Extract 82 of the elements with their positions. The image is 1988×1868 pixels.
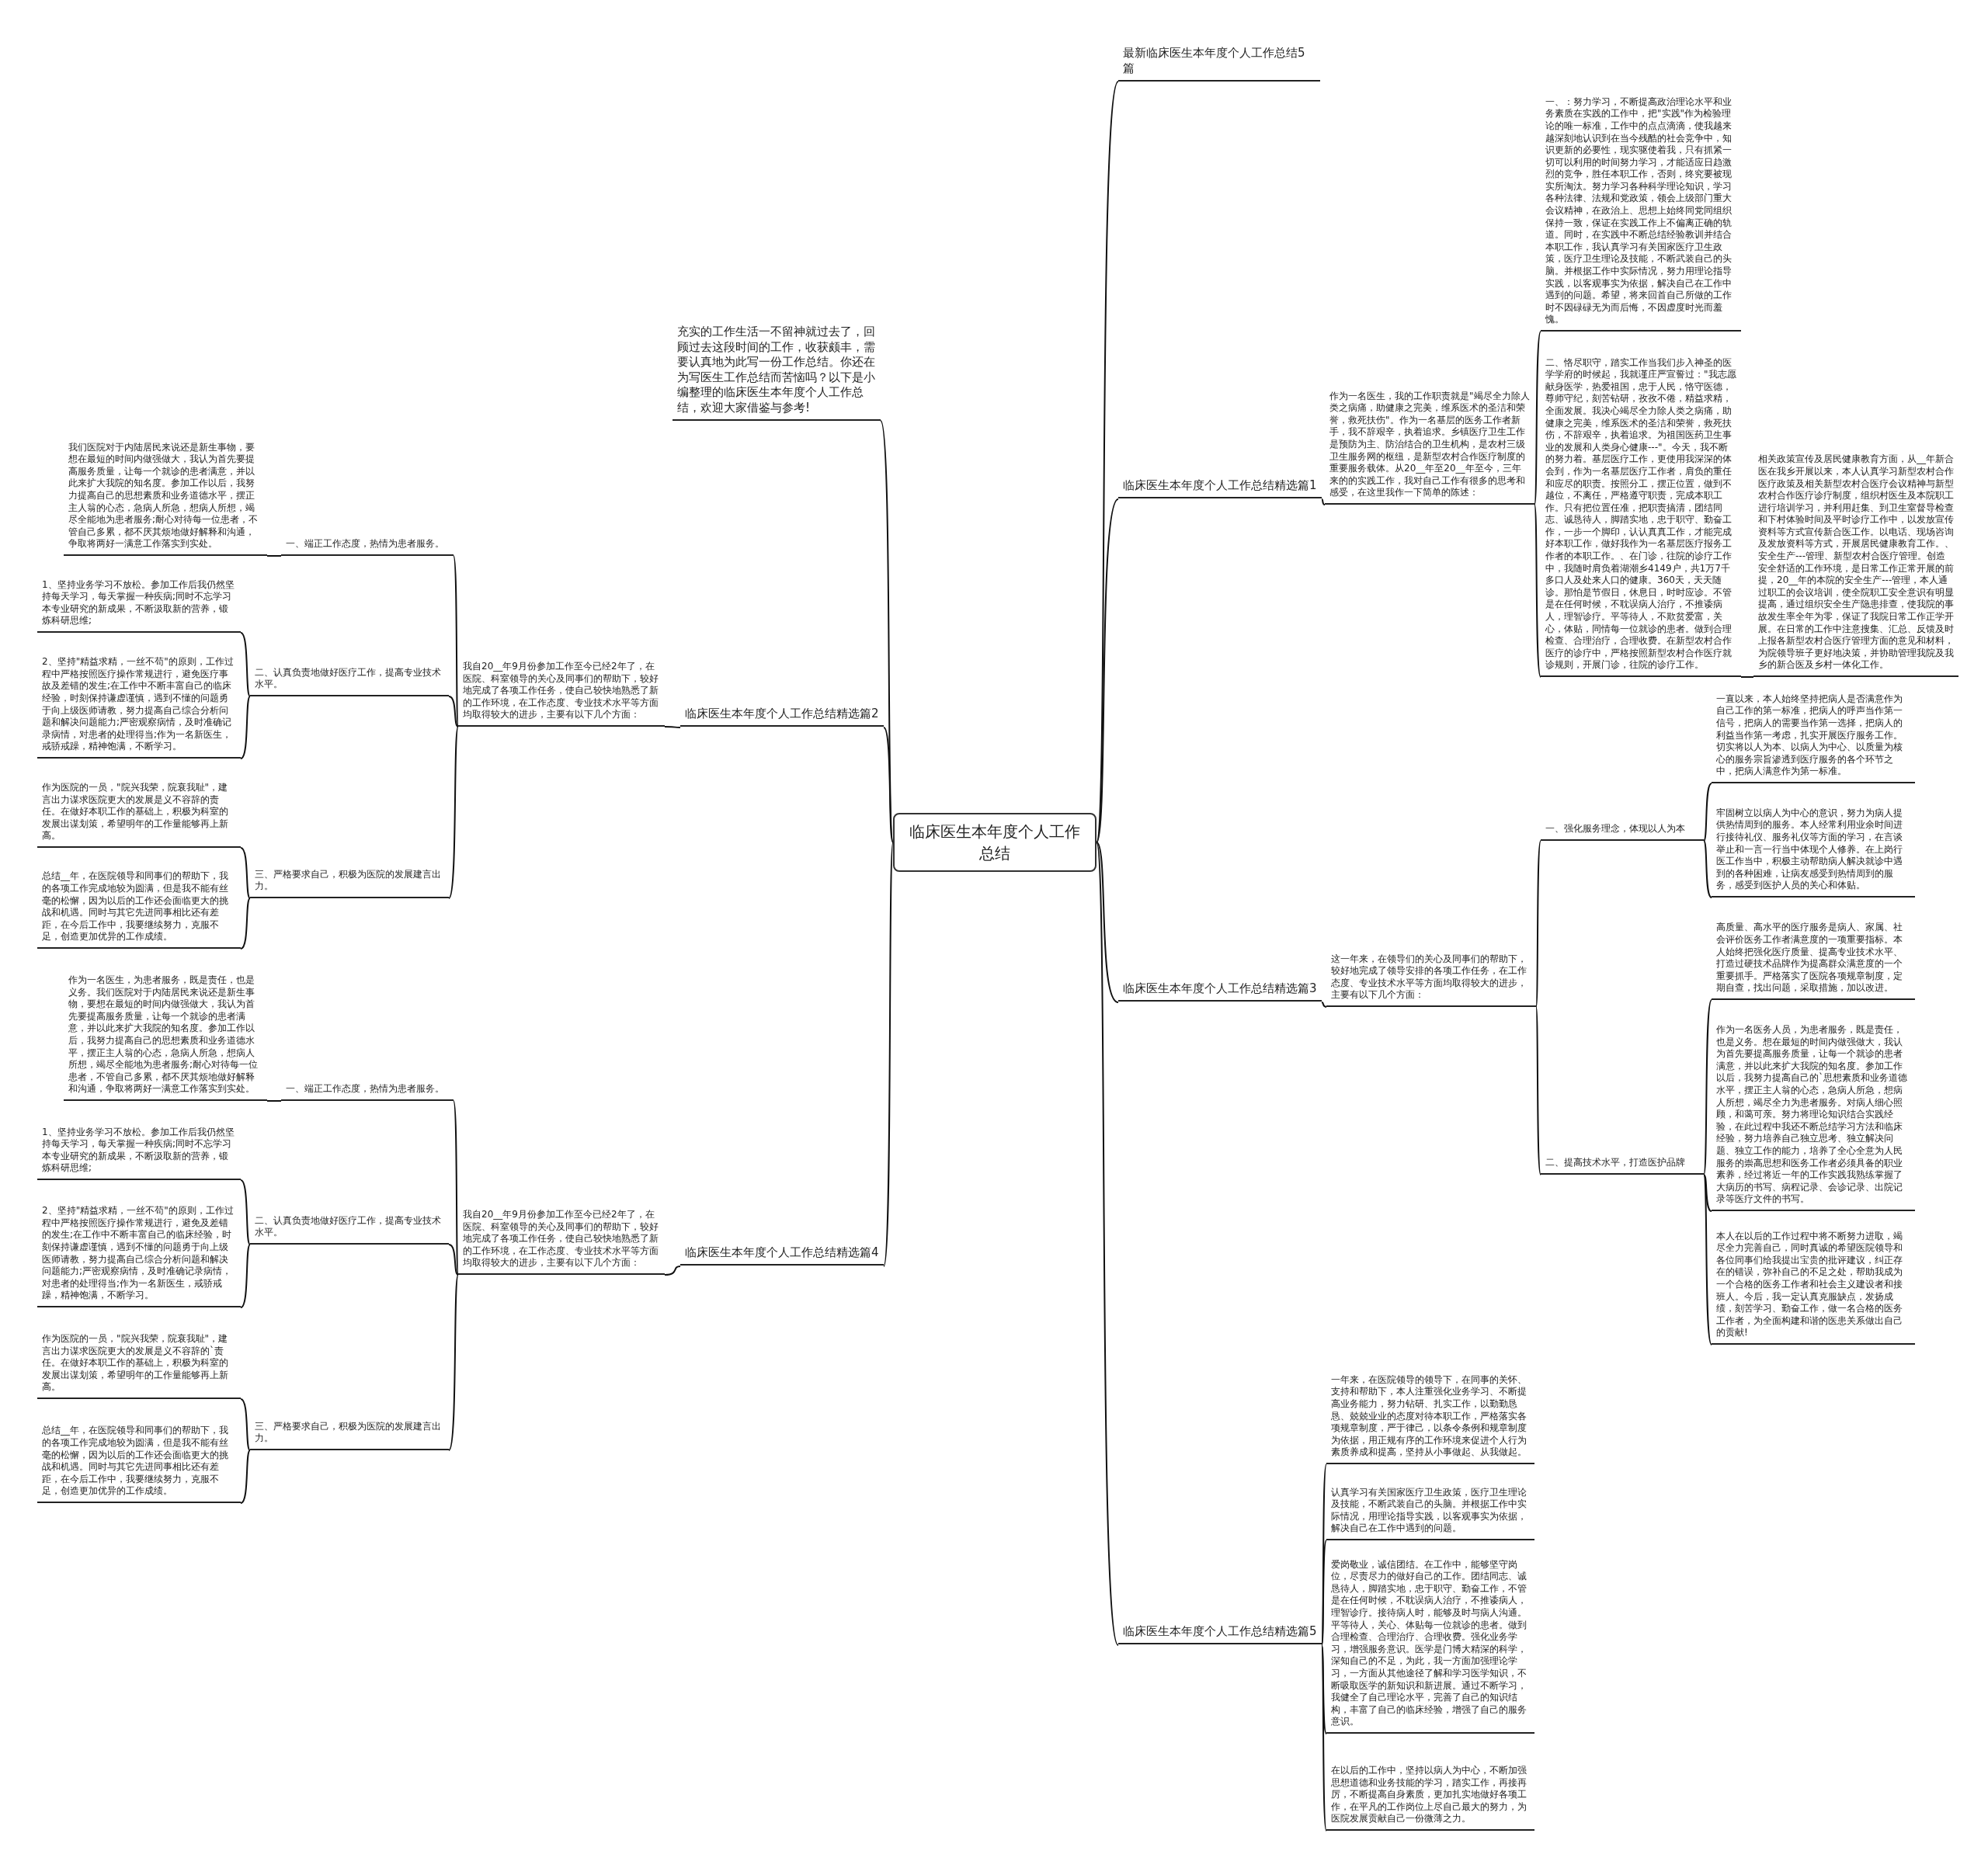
branch-topic: 最新临床医生本年度个人工作总结5篇 — [1118, 46, 1320, 82]
subtopic-text: 作为一名医生，我的工作职责就是"竭尽全力除人类之病痛，助健康之完美，维系医术的圣洁和荣誉，救死扶伤"。作为一名基层的医务工作者新手，我不辞艰辛，执着追求。乡镇医疗卫生工作是预防为主、防治结合的卫生机构，是农村三级卫生服务网的枢纽，是新型农村合作医疗制度的重要服务载体。从20__年至20__年至今，三年来的的实践工作，我对自己工作有很多的思考和感受，在这里我作一下简单的陈述： — [1325, 390, 1534, 505]
subtopic-text: 一、强化服务理念，体现以人为本 — [1541, 823, 1704, 841]
branch-topic: 临床医生本年度个人工作总结精选篇4 — [680, 1245, 884, 1266]
subtopic-text: 总结__年，在医院领导和同事们的帮助下，我的各项工作完成地较为圆满，但是我不能有丝毫的松懈，因为以后的工作还会面临更大的挑战和机遇。同时与其它先进同事相比还有差距，在今后工作中，我要继续努力，克服不足，创造更加优异的工作成绩。 — [37, 1425, 241, 1503]
subtopic-text: 作为一名医务人员，为患者服务，既是责任，也是义务。想在最短的时间内做强做大，我认为首先要提高服务质量，让每一个就诊的患者满意，并以此来扩大我院的知名度。参加工作以后，我努力提高自己的`思想素质和业务道德水平，摆正主人翁的心态，急病人所急，想病人所想，竭尽全力为患者服务。对病人细心照顾，和蔼可亲。努力将理论知识结合实践经验，在此过程中我还不断总结学习方法和临床经验，努力培养自己独立思考、独立解决问题、独立工作的能力，培养了全心全意为人民服务的崇高思想和医务工作者必须具备的职业素养，经过将近一年的工作实践我熟练掌握了大病历的书写、病程记录、会诊记录、出院记录等医疗文件的书写。 — [1712, 1024, 1915, 1211]
connector-line — [1321, 498, 1326, 505]
subtopic-text: 2、坚持"精益求精，一丝不苟"的原则，工作过程中严格按照医疗操作常规进行，避免医疗事故及差错的发生;在工作中不断丰富自己的临床经验，时刻保持谦虚谨慎，遇到不懂的问题勇于向上级医师请教，努力提高自己综合分析问题和解决问题能力;严密观察病情，及时准确记录病情，对患者的处理得当;作为一名新医生，戒骄戒躁，精神饱满，不断学习。 — [37, 656, 241, 759]
connector-line — [1096, 842, 1119, 1646]
subtopic-text: 2、坚持"精益求精，一丝不苟"的原则，工作过程中严格按照医疗操作常规进行，避免及差错的发生;在工作中不断丰富自己的临床经验，时刻保持谦虚谨慎，遇到不懂的问题勇于向上级医师请教，努力提高自己综合分析问题和解决问题能力;严密观察病情，及时准确记录病情，对患者的处理得当;作为一名新医生，戒骄戒躁，精神饱满，不断学习。 — [37, 1205, 241, 1307]
subtopic-text: 牢固树立以病人为中心的意识，努力为病人提供热情周到的服务。本人经常利用业余时间进行接待礼仪、服务礼仪等方面的学习，在言谈举止和一言一行当中体现个人修养。在上岗行医工作当中，积极主动帮助病人解决就诊中遇到的各种困难，让病友感受到热情周到的服务，感受到医护人员的关心和体贴。 — [1712, 807, 1915, 898]
connector-line — [1703, 783, 1712, 842]
subtopic-text: 一年来，在医院领导的领导下，在同事的关怀、支持和帮助下，本人注重强化业务学习、不断提高业务能力，努力钻研、扎实工作，以勤勤恳恳、兢兢业业的态度对待本职工作，严格落实各项规章制度，严于律己，以条令条例和规章制度为依据，用正规有序的工作环境来促进个人行为素质养成和提高，坚持从小事做起、从我做起。 — [1326, 1373, 1534, 1464]
connector-line — [883, 842, 894, 1267]
connector-line — [266, 1100, 282, 1102]
connector-line — [240, 847, 251, 899]
subtopic-text: 1、坚持业务学习不放松。参加工作后我仍然坚持每天学习，每天掌握一种疾病;同时不忘学习本专业研究的新成果，不断汲取新的营养，锻炼科研思维; — [37, 578, 241, 633]
central-topic-box: 临床医生本年度个人工作总结 — [893, 813, 1097, 872]
connector-line — [448, 696, 459, 727]
connector-line — [240, 1398, 251, 1451]
subtopic-text: 我们医院对于内陆居民来说还是新生事物，要想在最短的时间内做强做大，我认为首先要提高服务质量，让每一个就诊的患者满意，并以此来扩大我院的知名度。参加工作以后，我努力提高自己的思想素质和业务道德水平，摆正主人翁的心态，急病人所急，想病人所想，竭尽全能地为患者服务;耐心对待每一位患者，不管自己多累，都不厌其烦地做好解释和沟通，争取将两好一满意工作落实到实处。 — [64, 441, 267, 556]
subtopic-text: 这一年来，在领导们的关心及同事们的帮助下，较好地完成了领导安排的各项工作任务，在工作态度、专业技术水平等方面均取得较大的进步，主要有以下几个方面： — [1326, 953, 1536, 1007]
subtopic-text: 二、认真负责地做好医疗工作，提高专业技术水平。 — [250, 666, 449, 696]
branch-topic: 临床医生本年度个人工作总结精选篇3 — [1118, 981, 1322, 1002]
connector-line — [664, 726, 681, 728]
subtopic-text: 三、严格要求自己，积极为医院的发展建言出力。 — [250, 868, 449, 898]
subtopic-text: 一、端正工作态度，热情为患者服务。 — [281, 1083, 454, 1101]
connector-line — [1534, 331, 1541, 505]
connector-line — [240, 696, 251, 759]
subtopic-text: 本人在以后的工作过程中将不断努力进取，竭尽全力完善自己，同时真诚的希望医院领导和各位同事们给我提出宝贵的批评建议，纠正存在的错误，弥补自己的不足之处，帮助我成为一个合格的医务工作者和社会主义建设者和接班人。今后，我一定认真克服缺点，发扬成绩，刻苦学习、勤奋工作，做一名合格的医务工作者，为全面构建和谐的医患关系做出自己的贡献! — [1712, 1230, 1915, 1345]
connector-line — [240, 1450, 251, 1504]
connector-line — [1321, 1644, 1327, 1734]
subtopic-text: 相关政策宣传及居民健康教育方面，从__年新合医在我乡开展以来，本人认真学习新型农村合作医疗政策及相关新型农村合医疗会议精神与新型农村合作医疗诊疗制度，组织村医生及本院职工进行培训学习，并利用赶集、到卫生室督导检查和下村体验时间及平时诊疗工作中，以发放宣传资料等方式宣传新合医工作。以电话、现场咨询及发放资料等方式，开展居民健康教育工作。、安全生产---管理、新型农村合医疗管理。创造安全舒适的工作环境，是日常工作正常开展的前提，20__年的本院的安全生产---管理，本人通过职工的会议培训，使全院职工安全意识有明显提高，通过组织安全生产隐患排查，使我院的事故发生率全年为零，保证了我院日常工作正学开展。在日常的工作中注意搜集、汇总、反馈及时上报各新型农村合医疗管理方面的意见和材料，为院领导班子更好地决策，并协助管理我院及我乡的新合医及乡村一体化工作。 — [1753, 453, 1958, 677]
subtopic-text: 二、提高技术水平，打造医护品牌 — [1541, 1157, 1704, 1175]
connector-line — [1321, 1002, 1327, 1008]
connector-line — [1740, 676, 1754, 678]
subtopic-text: 高质量、高水平的医疗服务是病人、家属、社会评价医务工作者满意度的一项重要指标。本人始终把强化医疗质量、提高专业技术水平、打造过硬技术品牌作为提高群众满意度的一个重要抓手。严格落实了医院各项规章制度，定期自查，找出问题，采取措施，加以改进。 — [1712, 922, 1915, 1000]
connector-line — [1535, 1006, 1541, 1175]
connector-line — [1703, 999, 1712, 1175]
connector-line — [240, 632, 251, 697]
connector-line — [448, 1244, 459, 1276]
subtopic-text: 三、严格要求自己，积极为医院的发展建言出力。 — [250, 1420, 449, 1450]
connector-line — [266, 555, 282, 557]
subtopic-text: 我自20__年9月份参加工作至今已经2年了，在医院、科室领导的关心及同事们的帮助下，较好地完成了各项工作任务，使自己较快地熟悉了新的工作环境，在工作态度、专业技术水平等方面均取得较大的进步，主要有以下几个方面： — [458, 1209, 665, 1275]
subtopic-text: 作为一名医生，为患者服务，既是责任，也是义务。我们医院对于内陆居民来说还是新生事物，要想在最短的时间内做强做大，我认为首先要提高服务质量，让每一个就诊的患者满意，并以此来扩大我院的知名度。参加工作以后，我努力提高自己的思想素质和业务道德水平，摆正主人翁的心态，急病人所急，想病人所想，竭尽全能地为患者服务;耐心对待每一位患者，不管自己多累，都不厌其烦地做好解释和沟通，争取将两好一满意工作落实到实处。 — [64, 974, 267, 1101]
connector-line — [1534, 504, 1541, 678]
connector-line — [1096, 81, 1119, 843]
subtopic-text: 我自20__年9月份参加工作至今已经2年了，在医院、科室领导的关心及同事们的帮助下，较好地完成了各项工作任务，使自己较快地熟悉了新的工作环境，在工作态度、专业技术水平等方面均取得较大的进步，主要有以下几个方面： — [458, 661, 665, 727]
connector-line — [1703, 840, 1712, 898]
connector-line — [1321, 1540, 1327, 1646]
branch-topic: 临床医生本年度个人工作总结精选篇2 — [680, 706, 884, 727]
subtopic-text: 作为医院的一员，"院兴我荣，院衰我耻"，建言出力谋求医院更大的发展是义不容辞的`责任。在做好本职工作的基础上，积极为科室的发展出谋划策，希望明年的工作量能够再上新高。 — [37, 1333, 241, 1399]
connector-line — [883, 727, 894, 843]
subtopic-text: 认真学习有关国家医疗卫生政策，医疗卫生理论及技能，不断武装自己的头脑。并根据工作中实际情况，用理论指导实践，以客观事实为依据，解决自己在工作中遇到的问题。 — [1326, 1486, 1534, 1540]
connector-line — [1703, 1174, 1712, 1345]
connector-line — [453, 1100, 459, 1276]
connector-line — [664, 1266, 681, 1276]
connector-line — [240, 1244, 251, 1308]
connector-line — [448, 1274, 459, 1451]
subtopic-text: 爱岗敬业，诚信团结。在工作中，能够坚守岗位，尽责尽力的做好自己的工作。团结同志、诚恳待人，脚踏实地，忠于职守、勤奋工作，不管是在任何时候，不耽误病人治疗，不推诿病人，理智诊疗。接待病人时，能够及时与病人沟通。平等待人，关心、体贴每一位就诊的患者。做到合理检查、合理治疗、合理收费。强化业务学习，增强服务意识。医学是门博大精深的科学，深知自己的不足，为此，我一方面加强理论学习，一方面从其他途径了解和学习医学知识，不断吸取医学的新知识和新进展。通过不断学习，我健全了自己理论水平，完善了自己的知识结构，丰富了自己的临床经验，增强了自己的服务意识。 — [1326, 1558, 1534, 1734]
connector-line — [1703, 1174, 1712, 1212]
connector-line — [240, 898, 251, 950]
branch-topic: 临床医生本年度个人工作总结精选篇1 — [1118, 477, 1322, 498]
subtopic-text: 在以后的工作中，坚持以病人为中心，不断加强思想道德和业务技能的学习，踏实工作，再接再厉，不断提高自身素质，更加扎实地做好各项工作，在平凡的工作岗位上尽自己最大的努力，为医院发展贡献自己一份微薄之力。 — [1326, 1765, 1534, 1831]
subtopic-text: 作为医院的一员，"院兴我荣，院衰我耻"，建言出力谋求医院更大的发展是义不容辞的责任。在做好本职工作的基础上，积极为科室的发展出谋划策，希望明年的工作量能够再上新高。 — [37, 782, 241, 848]
subtopic-text: 1、坚持业务学习不放松。参加工作后我仍然坚持每天学习，每天掌握一种疾病;同时不忘学习本专业研究的新成果，不断汲取新的营养，锻炼科研思维; — [37, 1126, 241, 1180]
connector-line — [1535, 840, 1541, 1008]
subtopic-text: 二、恪尽职守，踏实工作当我们步入神圣的医学学府的时候起，我就谨庄严宣誓过："我志愿献身医学，热爱祖国，忠于人民，恪守医德，尊师守纪，刻苦钻研，孜孜不倦，精益求精，全面发展。我决心竭尽全力除人类之病痛，助健康之完美，维系医术的圣洁和荣誉，救死扶伤，不辞艰辛，执着追求。为祖国医药卫生事业的发展和人类身心健康---"。今天，我不断的努力着。基层医疗工作，更使用我深深的体会到，作为一名基层医疗工作者，肩负的重任和应尽的职责。按照分工，摆正位置，做到不越位，不离任，严格遵守职责，完成本职工作。只有把位置任准，把职责搞清，团结同志、诚恳待人，脚踏实地，忠于职守、勤奋工作，一步一个脚印，认认真真工作，才能完成好本职工作，做好我作为一名基层医疗报务工作者的本职工作。、在门诊，往院的诊疗工作中，我随时肩负着湖潮乡4149户，共1万7千多口人及处来人口的健康。360天，天天随诊。那怕是节假日，休息日，时时应诊。不管是在任何时候，不耽误病人治疗，不推诿病人，理智诊疗。平等待人，不欺贫爱富，关心，体贴，同情每一位就诊的患者。做到合理检查、合理治疗，合理收费。在新型农村合作医疗的诊疗中，严格按照新型农村合作医疗就诊规则，开展门诊，往院的诊疗工作。 — [1541, 356, 1741, 677]
connector-line — [240, 1179, 251, 1245]
subtopic-text: 一、：努力学习，不断提高政治理论水平和业务素质在实践的工作中，把"实践"作为检验理论的唯一标准，工作中的点点滴滴，使我越来越深刻地认识到在当今残酷的社会竞争中，知识更新的必要性，现实驱使着我，只有抓紧一切可以利用的时间努力学习，才能适应日趋激烈的竞争，胜任本职工作，否则，终究要被现实所淘汰。努力学习各种科学理论知识，学习各种法律、法规和党政策，领会上级部门重大会议精神，在政治上、思想上始终同党同组织保持一致，保证在实践工作上不偏离正确的轨道。同时，在实践中不断总结经验教训并结合本职工作，我认真学习有关国家医疗卫生政策，医疗卫生理论及技能，不断武装自己的头脑。并根据工作中实际情况，努力用理论指导实践，以客观事实为依据，解决自己在工作中遇到的问题。希望，将来回首自己所做的工作时不因碌碌无为而后悔，不因虚度时光而羞愧。 — [1541, 95, 1741, 332]
branch-topic: 充实的工作生活一不留神就过去了，回顾过去这段时间的工作，收获颇丰，需要认真地为此写一份工作总结。你还在为写医生工作总结而苦恼吗？以下是小编整理的临床医生本年度个人工作总结，欢迎大家借鉴与参考! — [673, 325, 881, 421]
connector-line — [453, 555, 459, 727]
connector-line — [1096, 498, 1119, 843]
connector-line — [448, 726, 459, 899]
subtopic-text: 二、认真负责地做好医疗工作，提高专业技术水平。 — [250, 1214, 449, 1245]
subtopic-text: 一直以来，本人始终坚持把病人是否满意作为自己工作的第一标准，把病人的呼声当作第一信号，把病人的需要当作第一选择，把病人的利益当作第一考虑，扎实开展医疗服务工作。切实将以人为本、以病人为中心、以质量为核心的服务宗旨渗透到医疗服务的各个环节之中，把病人满意作为第一标准。 — [1712, 693, 1915, 783]
subtopic-text: 总结__年，在医院领导和同事们的帮助下，我的各项工作完成地较为圆满，但是我不能有丝毫的松懈，因为以后的工作还会面临更大的挑战和机遇。同时与其它先进同事相比还有差距，在今后工作中，我要继续努力，克服不足，创造更加优异的工作成绩。 — [37, 870, 241, 949]
connector-line — [1096, 842, 1119, 1003]
subtopic-text: 一、端正工作态度，热情为患者服务。 — [281, 538, 454, 556]
connector-line — [1321, 1644, 1327, 1832]
branch-topic: 临床医生本年度个人工作总结精选篇5 — [1118, 1623, 1322, 1644]
connector-line — [880, 420, 894, 843]
